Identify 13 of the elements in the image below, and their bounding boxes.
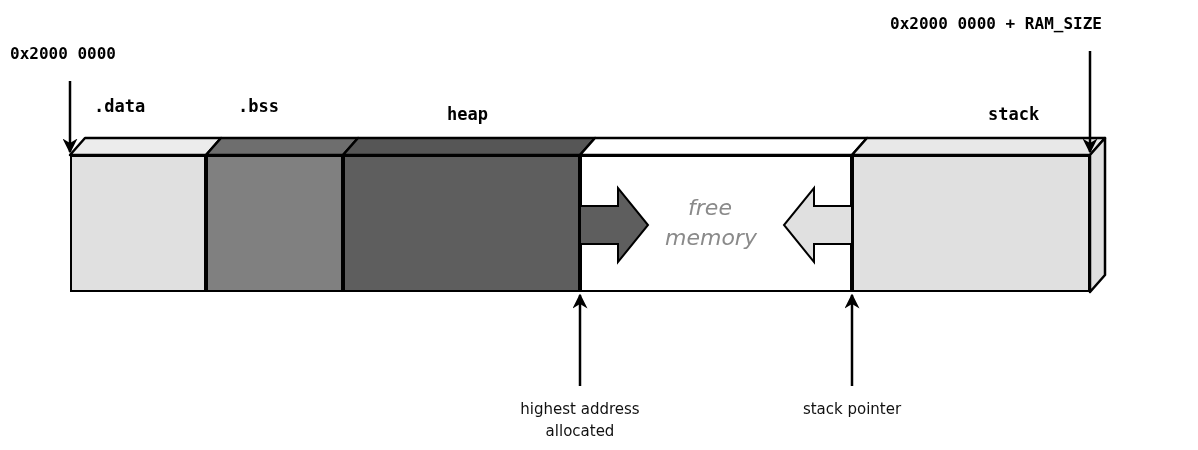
- leader-arrow: [844, 293, 860, 386]
- segment-label: .bss: [238, 96, 279, 116]
- leader-arrow: [1082, 51, 1098, 154]
- leader-arrow: [572, 293, 588, 386]
- pointer-label: stack pointer: [752, 398, 952, 420]
- segment-label: stack: [988, 104, 1040, 124]
- segment-label: .data: [94, 96, 146, 116]
- segment-label: free memory: [665, 194, 755, 252]
- pointer-label: highest address allocated: [495, 398, 665, 442]
- address-label: 0x2000 0000: [10, 44, 116, 63]
- address-label: 0x2000 0000 + RAM_SIZE: [890, 14, 1102, 33]
- segment-label: heap: [447, 104, 488, 124]
- leader-arrow: [62, 81, 78, 154]
